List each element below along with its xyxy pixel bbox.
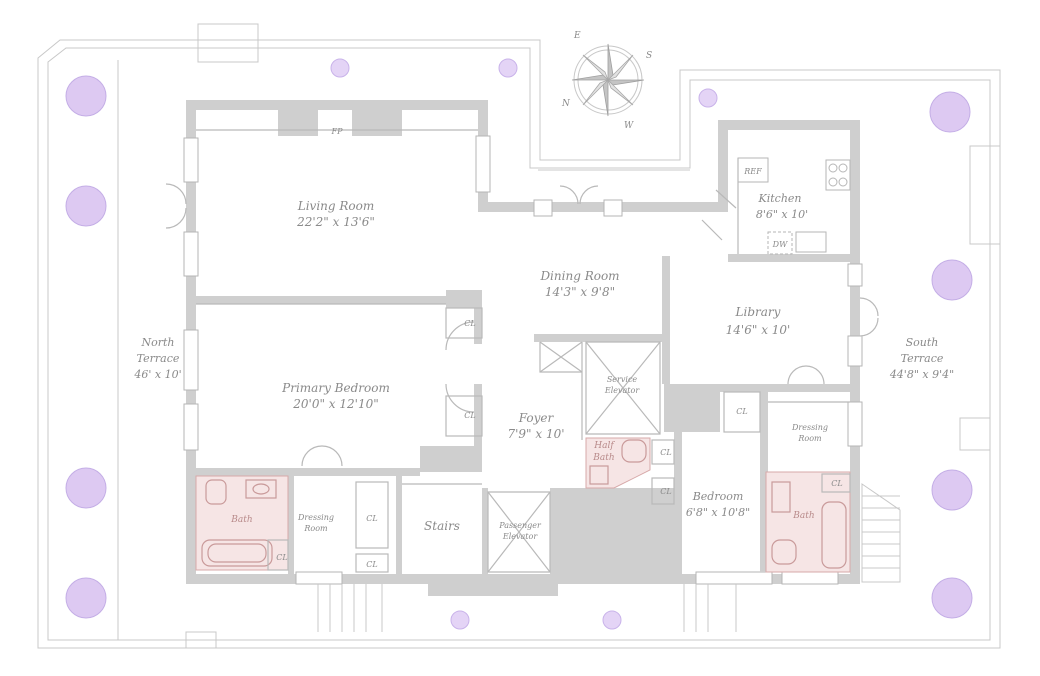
library-label: Library bbox=[735, 305, 781, 319]
dressing-room-bedroom-label-2: Room bbox=[797, 434, 822, 443]
closets bbox=[267, 307, 851, 573]
plant-icon bbox=[931, 577, 973, 619]
plant-icon bbox=[330, 58, 350, 78]
bedroom-label: Bedroom bbox=[692, 490, 744, 503]
foyer-label: Foyer bbox=[518, 411, 555, 425]
plant-icon bbox=[65, 75, 107, 117]
north-terrace-label-2: Terrace bbox=[137, 352, 180, 365]
living-room-label: Living Room bbox=[297, 199, 375, 213]
compass-n-label: N bbox=[561, 99, 571, 109]
compass-s-label: S bbox=[646, 51, 652, 61]
primary-bedroom-dims: 20'0" x 12'10" bbox=[292, 397, 378, 411]
bedroom-bath bbox=[765, 471, 851, 573]
kitchen-dims: 8'6" x 10' bbox=[756, 208, 808, 221]
kitchen-label: Kitchen bbox=[758, 192, 802, 205]
bedroom-bath-label: Bath bbox=[792, 511, 814, 521]
compass-w-label: W bbox=[624, 121, 634, 131]
doors bbox=[165, 183, 879, 467]
south-terrace-label-2: Terrace bbox=[901, 352, 944, 365]
plant-icon bbox=[65, 467, 107, 509]
kitchen-fixtures bbox=[737, 157, 851, 255]
plant-icon bbox=[450, 610, 470, 630]
refrigerator-label: REF bbox=[743, 167, 762, 176]
half-bath-label-2: Bath bbox=[592, 453, 614, 463]
compass-rose-icon: N E S W bbox=[561, 31, 652, 131]
closet-label: CL bbox=[660, 487, 671, 496]
primary-bedroom-label: Primary Bedroom bbox=[281, 381, 390, 395]
stair-treads bbox=[317, 483, 901, 632]
foyer-dims: 7'9" x 10' bbox=[507, 427, 564, 441]
plant-icon bbox=[65, 577, 107, 619]
closet-label: CL bbox=[660, 448, 671, 457]
closet-label: CL bbox=[831, 479, 842, 488]
stairs-label: Stairs bbox=[424, 519, 460, 533]
plant-icon bbox=[931, 259, 973, 301]
plant-icon bbox=[929, 91, 971, 133]
plant-icon bbox=[931, 469, 973, 511]
interior-walls bbox=[196, 129, 850, 574]
south-terrace-dims: 44'8" x 9'4" bbox=[889, 368, 954, 381]
closet-label: CL bbox=[736, 407, 747, 416]
dining-room-dims: 14'3" x 9'8" bbox=[545, 285, 615, 299]
north-terrace-dims: 46' x 10' bbox=[133, 368, 181, 381]
primary-bath-label: Bath bbox=[230, 515, 252, 525]
living-room-dims: 22'2" x 13'6" bbox=[296, 215, 375, 229]
windows bbox=[183, 135, 863, 585]
plant-icon bbox=[698, 88, 718, 108]
dressing-room-bedroom-label-1: Dressing bbox=[791, 423, 828, 432]
closet-label: CL bbox=[366, 514, 377, 523]
passenger-elevator-label-2: Elevator bbox=[502, 532, 538, 541]
passenger-elevator-label-1: Passenger bbox=[498, 521, 542, 530]
service-elevator-label-1: Service bbox=[607, 375, 638, 384]
library-dims: 14'6" x 10' bbox=[726, 323, 791, 337]
dressing-room-primary-label-1: Dressing bbox=[297, 513, 334, 522]
closet-label: CL bbox=[464, 411, 475, 420]
plant-icon bbox=[498, 58, 518, 78]
bedroom-dims: 6'8" x 10'8" bbox=[686, 506, 750, 519]
north-terrace-label-1: North bbox=[140, 336, 174, 349]
half-bath-label-1: Half bbox=[593, 441, 615, 451]
half-bath bbox=[585, 437, 651, 489]
closet-label: CL bbox=[276, 553, 287, 562]
closet-label: CL bbox=[464, 319, 475, 328]
terrace-outline bbox=[37, 23, 1001, 649]
primary-bath bbox=[195, 475, 289, 571]
plant-icon bbox=[602, 610, 622, 630]
south-terrace-label-1: South bbox=[906, 336, 939, 349]
fireplace-label: FP bbox=[331, 127, 344, 136]
compass-e-label: E bbox=[573, 31, 581, 41]
dining-room-label: Dining Room bbox=[539, 269, 619, 283]
closet-label: CL bbox=[366, 560, 377, 569]
plant-icon bbox=[65, 185, 107, 227]
terrace-plants bbox=[65, 58, 973, 630]
dressing-room-primary-label-2: Room bbox=[303, 524, 328, 533]
service-elevator-label-2: Elevator bbox=[604, 386, 640, 395]
dishwasher-label: DW bbox=[772, 240, 788, 249]
